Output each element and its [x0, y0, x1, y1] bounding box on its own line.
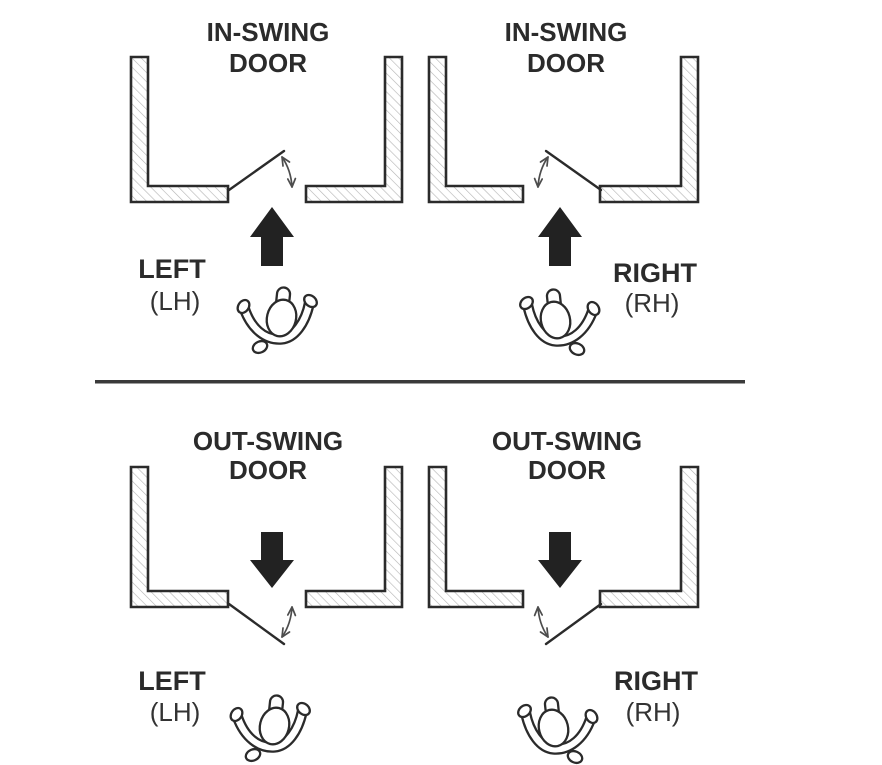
- door-swing-arc-arrow-icon: [533, 606, 549, 638]
- entry-direction-arrow-icon: [538, 207, 582, 266]
- person-top-view-icon: [227, 693, 314, 765]
- panel-in-swing-left: IN-SWING DOOR LEFT (LH): [129, 17, 404, 357]
- hand-abbr: (LH): [150, 286, 201, 316]
- right-wall: [304, 55, 404, 204]
- exit-direction-arrow-icon: [250, 532, 294, 588]
- door-leaf: [227, 149, 286, 192]
- panel-title-line2: DOOR: [527, 48, 605, 78]
- panel-title-line1: OUT-SWING: [492, 426, 642, 456]
- panel-title-line1: IN-SWING: [207, 17, 330, 47]
- entry-direction-arrow-icon: [250, 207, 294, 266]
- hand-abbr: (RH): [626, 697, 681, 727]
- exit-direction-arrow-icon: [538, 532, 582, 588]
- section-divider: [95, 380, 745, 384]
- right-wall: [598, 55, 700, 204]
- panel-title-line2: DOOR: [229, 455, 307, 485]
- panel-out-swing-right: OUT-SWING DOOR RIGHT (RH): [427, 426, 700, 765]
- panel-title-line1: IN-SWING: [505, 17, 628, 47]
- panel-title-line1: OUT-SWING: [193, 426, 343, 456]
- hand-label: RIGHT: [613, 258, 698, 288]
- left-wall: [129, 465, 230, 609]
- hand-label: LEFT: [138, 254, 206, 284]
- person-top-view-icon: [234, 285, 321, 357]
- door-leaf: [544, 149, 603, 192]
- door-leaf: [227, 602, 286, 646]
- person-top-view-icon: [514, 695, 601, 765]
- left-wall: [427, 55, 525, 204]
- hand-abbr: (LH): [150, 697, 201, 727]
- panel-in-swing-right: IN-SWING DOOR RIGHT (RH): [427, 17, 700, 359]
- left-wall: [129, 55, 230, 204]
- panel-title-line2: DOOR: [229, 48, 307, 78]
- panel-out-swing-left: OUT-SWING DOOR LEFT (LH): [129, 426, 404, 765]
- hand-abbr: (RH): [625, 288, 680, 318]
- right-wall: [598, 465, 700, 609]
- panel-title-line2: DOOR: [528, 455, 606, 485]
- door-swing-arc-arrow-icon: [281, 606, 297, 638]
- hand-label: LEFT: [138, 666, 206, 696]
- person-top-view-icon: [516, 287, 603, 359]
- hand-label: RIGHT: [614, 666, 699, 696]
- door-swing-arc-arrow-icon: [533, 156, 549, 188]
- right-wall: [304, 465, 404, 609]
- door-leaf: [544, 602, 603, 646]
- left-wall: [427, 465, 525, 609]
- door-swing-arc-arrow-icon: [281, 156, 297, 188]
